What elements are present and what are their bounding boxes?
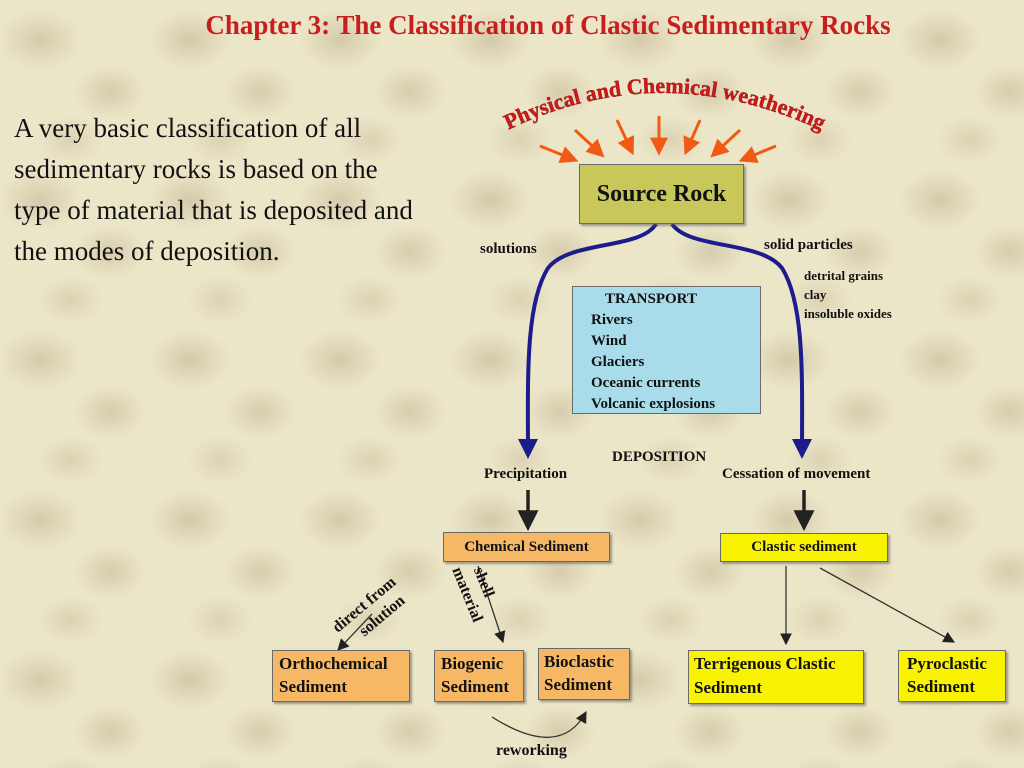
orthochemical-arrow xyxy=(337,613,373,651)
transport-item: Rivers xyxy=(591,312,633,328)
terrigenous-box: Terrigenous Clastic Sediment xyxy=(688,650,864,704)
weathering-text: Physical and Chemical weathering xyxy=(500,73,830,135)
transport-heading: TRANSPORT xyxy=(605,291,697,307)
weathering-arrow xyxy=(738,144,777,163)
orthochemical-box: Orthochemical Sediment xyxy=(272,650,410,702)
weathering-arrow xyxy=(573,128,605,158)
reworking-arrow xyxy=(491,710,587,738)
pyroclastic-arrow xyxy=(819,567,956,643)
transport-item: Wind xyxy=(591,333,627,349)
clastic-sediment-box: Clastic sediment xyxy=(720,533,888,562)
weathering-arrows xyxy=(539,116,777,164)
orthochemical-line: Sediment xyxy=(279,677,347,696)
transport-box: TRANSPORT Rivers Wind Glaciers Oceanic c… xyxy=(572,286,761,414)
weathering-arrow xyxy=(710,128,742,158)
weathering-arrow xyxy=(683,119,702,156)
chemical-sediment-box: Chemical Sediment xyxy=(443,532,610,562)
deposition-label: DEPOSITION xyxy=(612,449,707,465)
clastic-sediment-label: Clastic sediment xyxy=(751,539,857,555)
solutions-label: solutions xyxy=(480,241,537,257)
bioclastic-box: Bioclastic Sediment xyxy=(538,648,630,700)
direct-from-label: direct from solution xyxy=(329,571,415,652)
terrigenous-line: Terrigenous Clastic xyxy=(694,654,836,673)
weathering-label: Physical and Chemical weathering xyxy=(500,73,830,135)
particle-type-detrital: detrital grains xyxy=(804,268,884,283)
solid-particles-arrow xyxy=(670,222,813,459)
precipitation-label: Precipitation xyxy=(484,466,568,482)
reworking-label: reworking xyxy=(496,742,567,759)
pyroclastic-box: Pyroclastic Sediment xyxy=(898,650,1006,702)
terrigenous-line: Sediment xyxy=(694,678,762,697)
cessation-label: Cessation of movement xyxy=(722,466,871,482)
biogenic-line: Sediment xyxy=(441,677,509,696)
transport-item: Glaciers xyxy=(591,354,645,370)
orthochemical-line: Orthochemical xyxy=(279,654,388,673)
biogenic-line: Biogenic xyxy=(441,654,504,673)
solutions-arrow xyxy=(517,222,658,459)
particle-type-clay: clay xyxy=(804,287,827,302)
bioclastic-line: Sediment xyxy=(544,675,612,694)
transport-arrows xyxy=(517,222,813,459)
solid-particles-label: solid particles xyxy=(764,237,853,253)
chemical-sediment-label: Chemical Sediment xyxy=(464,538,589,555)
biogenic-arrow xyxy=(477,565,506,644)
weathering-arrow xyxy=(539,144,579,164)
transport-item: Volcanic explosions xyxy=(591,396,716,412)
particle-type-oxides: insoluble oxides xyxy=(804,306,892,321)
weathering-arrow xyxy=(615,119,635,156)
source-rock-box: Source Rock xyxy=(579,164,744,224)
pyroclastic-line: Sediment xyxy=(907,677,975,696)
pyroclastic-line: Pyroclastic xyxy=(907,654,987,673)
transport-item: Oceanic currents xyxy=(591,375,701,391)
page-title: Chapter 3: The Classification of Clastic… xyxy=(205,10,891,40)
biogenic-box: Biogenic Sediment xyxy=(434,650,524,702)
shell-material-label: shell material xyxy=(448,557,504,625)
source-rock-label: Source Rock xyxy=(596,180,727,207)
bioclastic-line: Bioclastic xyxy=(544,652,614,671)
intro-text: A very basic classification of all sedim… xyxy=(14,113,413,266)
